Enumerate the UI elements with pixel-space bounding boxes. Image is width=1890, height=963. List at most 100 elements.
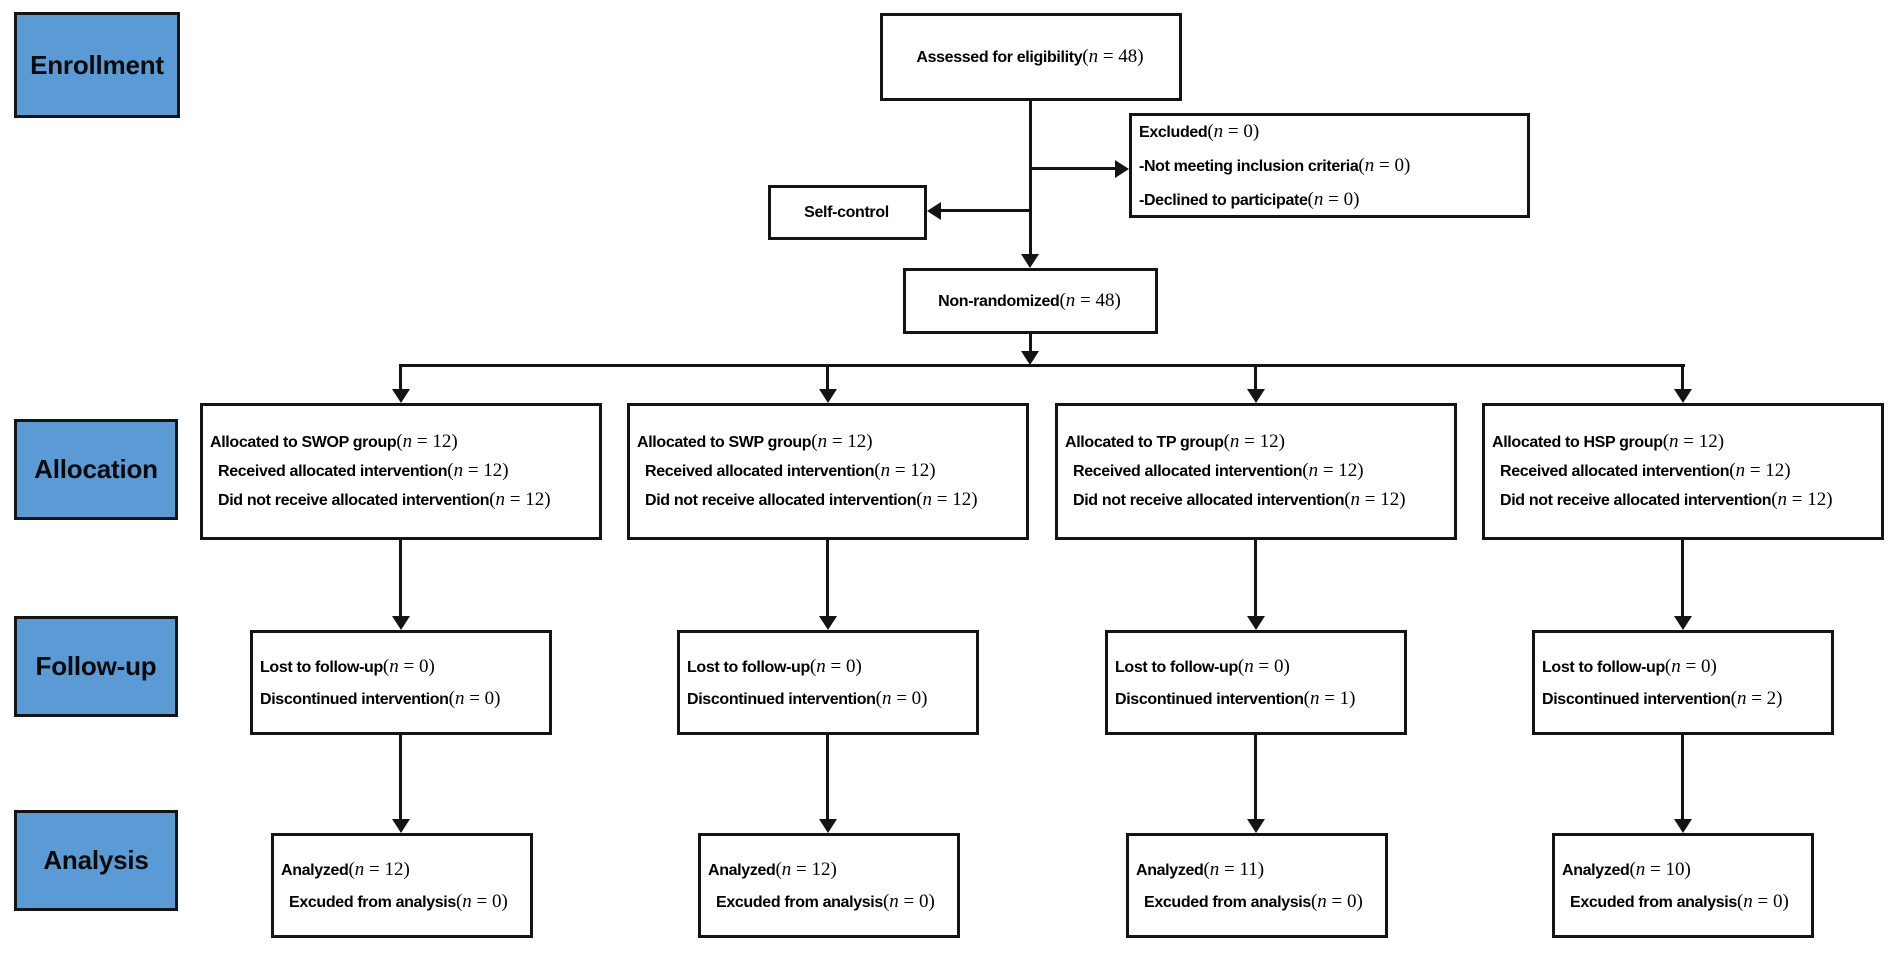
n-equals-value: (n = 0) xyxy=(382,655,435,677)
line-label: Received allocated intervention xyxy=(645,463,875,480)
arrowhead-to-branch-line xyxy=(1021,351,1039,365)
connector-swop-analysis xyxy=(399,735,402,821)
n-equals-value: (n = 0) xyxy=(1310,890,1363,912)
analysis-box-tp: Analyzed(n = 11) Excuded from analysis(n… xyxy=(1126,833,1388,938)
n-equals-value: (n = 12) xyxy=(1302,460,1364,481)
n-equals-value: (n = 0) xyxy=(1664,655,1717,677)
text-line: Did not receive allocated intervention(n… xyxy=(630,486,1026,515)
analysis-box-hsp: Analyzed(n = 10) Excuded from analysis(n… xyxy=(1552,833,1814,938)
line-label: Allocated to SWP group xyxy=(637,434,812,451)
stage-label-allocation: Allocation xyxy=(14,419,178,520)
text-line: -Not meeting inclusion criteria(n = 0) xyxy=(1132,149,1527,183)
text-line: Received allocated intervention(n = 12) xyxy=(203,457,599,486)
text-line: Excluded(n = 0) xyxy=(1132,115,1527,149)
n-equals-value: (n = 12) xyxy=(916,489,978,510)
line-label: Excluded xyxy=(1139,123,1208,141)
line-label: -Declined to participate xyxy=(1139,191,1308,209)
arrowhead-analysis-swp xyxy=(819,819,837,833)
text-line: Excuded from analysis(n = 0) xyxy=(1129,886,1385,918)
n-equals-value: (n = 0) xyxy=(882,890,935,912)
n-equals-value: (n = 48) xyxy=(1059,289,1121,311)
n-equals-value: (n = 2) xyxy=(1730,687,1783,709)
text-line: Analyzed(n = 11) xyxy=(1129,854,1385,886)
stage-label-followup: Follow-up xyxy=(14,616,178,717)
analysis-box-swop: Analyzed(n = 12) Excuded from analysis(n… xyxy=(271,833,533,938)
n-equals-value: (n = 0) xyxy=(1358,154,1411,176)
n-equals-value: (n = 1) xyxy=(1303,687,1356,709)
line-label: Analyzed xyxy=(1136,861,1204,879)
line-label: Received allocated intervention xyxy=(1073,463,1303,480)
followup-box-swp: Lost to follow-up(n = 0) Discontinued in… xyxy=(677,630,979,735)
connector-tp-analysis xyxy=(1254,735,1257,821)
arrowhead-followup-swop xyxy=(392,616,410,630)
n-equals-value: (n = 0) xyxy=(875,687,928,709)
line-label: Received allocated intervention xyxy=(1500,463,1730,480)
arrowhead-allocation-tp xyxy=(1247,389,1265,403)
line-label: Discontinued intervention xyxy=(687,690,876,708)
connector-to-excluded xyxy=(1031,167,1115,170)
text-line: Excuded from analysis(n = 0) xyxy=(701,886,957,918)
assessed-eligibility-box: Assessed for eligibility(n = 48) xyxy=(880,13,1182,101)
connector-hsp-analysis xyxy=(1681,735,1684,821)
line-label: Discontinued intervention xyxy=(1115,690,1304,708)
connector-swop-followup xyxy=(399,540,402,618)
arrowhead-to-excluded xyxy=(1115,160,1129,178)
n-equals-value: (n = 12) xyxy=(489,489,551,510)
connector-swp-followup xyxy=(826,540,829,618)
line-label: Analyzed xyxy=(708,861,776,879)
arrowhead-followup-swp xyxy=(819,616,837,630)
n-equals-value: (n = 0) xyxy=(1207,120,1260,142)
connector-spine xyxy=(1029,101,1032,256)
line-label: Did not receive allocated intervention xyxy=(645,492,917,509)
text-line: Excuded from analysis(n = 0) xyxy=(1555,886,1811,918)
text-line: Discontinued intervention(n = 2) xyxy=(1535,683,1831,715)
n-equals-value: (n = 12) xyxy=(775,858,837,880)
allocation-box-hsp: Allocated to HSP group(n = 12) Received … xyxy=(1482,403,1884,540)
line-label: Received allocated intervention xyxy=(218,463,448,480)
text-line: Lost to follow-up(n = 0) xyxy=(1535,651,1831,683)
n-equals-value: (n = 0) xyxy=(1237,655,1290,677)
n-equals-value: (n = 12) xyxy=(811,431,873,452)
line-label: Self-control xyxy=(804,203,889,221)
arrowhead-analysis-swop xyxy=(392,819,410,833)
followup-box-tp: Lost to follow-up(n = 0) Discontinued in… xyxy=(1105,630,1407,735)
allocation-box-swp: Allocated to SWP group(n = 12) Received … xyxy=(627,403,1029,540)
line-label: Non-randomized xyxy=(938,292,1060,310)
text-line: Lost to follow-up(n = 0) xyxy=(253,651,549,683)
n-equals-value: (n = 0) xyxy=(1736,890,1789,912)
n-equals-value: (n = 12) xyxy=(1662,431,1725,452)
line-label: Lost to follow-up xyxy=(687,658,810,676)
line-label: Assessed for eligibility xyxy=(916,48,1083,66)
n-equals-value: (n = 12) xyxy=(447,460,509,481)
line-label: Lost to follow-up xyxy=(1115,658,1238,676)
n-equals-value: (n = 12) xyxy=(874,460,936,481)
line-label: Allocated to TP group xyxy=(1065,434,1224,451)
text-line: Discontinued intervention(n = 0) xyxy=(680,683,976,715)
text-line: Allocated to TP group(n = 12) xyxy=(1058,428,1454,457)
line-label: Discontinued intervention xyxy=(260,690,449,708)
text-line: Analyzed(n = 10) xyxy=(1555,854,1811,886)
text-line: Received allocated intervention(n = 12) xyxy=(1058,457,1454,486)
n-equals-value: (n = 10) xyxy=(1629,858,1691,880)
line-label: Lost to follow-up xyxy=(260,658,383,676)
arrowhead-to-non-randomized xyxy=(1021,254,1039,268)
text-line: Non-randomized(n = 48) xyxy=(938,287,1123,316)
connector-tp-followup xyxy=(1254,540,1257,618)
line-label: Allocated to SWOP group xyxy=(210,434,397,451)
n-equals-value: (n = 0) xyxy=(455,890,508,912)
arrowhead-analysis-tp xyxy=(1247,819,1265,833)
arrowhead-to-self-control xyxy=(927,202,941,220)
text-line: Did not receive allocated intervention(n… xyxy=(203,486,599,515)
self-control-box: Self-control xyxy=(768,185,927,240)
n-equals-value: (n = 11) xyxy=(1203,858,1265,880)
text-line: Lost to follow-up(n = 0) xyxy=(680,651,976,683)
n-equals-value: (n = 12) xyxy=(1771,489,1833,510)
text-line: Did not receive allocated intervention(n… xyxy=(1058,486,1454,515)
allocation-box-swop: Allocated to SWOP group(n = 12) Received… xyxy=(200,403,602,540)
line-label: Analyzed xyxy=(281,861,349,879)
n-equals-value: (n = 12) xyxy=(396,431,458,452)
text-line: Discontinued intervention(n = 1) xyxy=(1108,683,1404,715)
text-line: Analyzed(n = 12) xyxy=(701,854,957,886)
connector-swp-analysis xyxy=(826,735,829,821)
